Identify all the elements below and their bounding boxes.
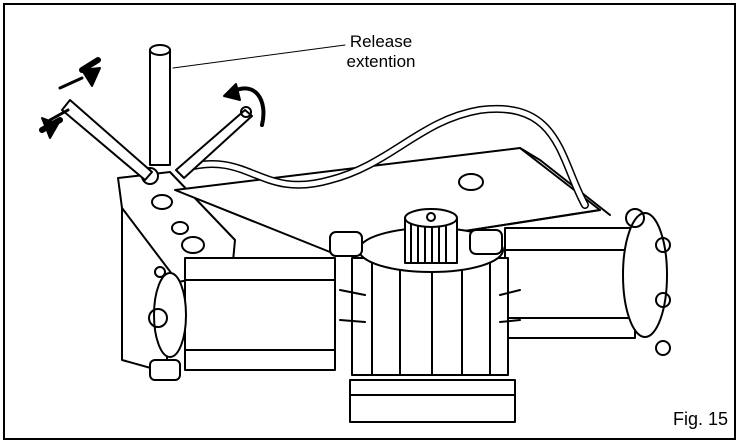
callout-line-1: Release bbox=[349, 32, 413, 51]
rotation-arrow bbox=[223, 83, 266, 127]
gearbox bbox=[329, 227, 521, 423]
release-key bbox=[61, 99, 253, 181]
left-cylinder bbox=[148, 257, 336, 381]
top-bolts bbox=[151, 173, 484, 254]
output-shaft bbox=[404, 208, 458, 264]
release-extention-callout: Release extention bbox=[326, 32, 436, 72]
figure-label: Fig. 15 bbox=[672, 409, 728, 429]
callout-line-2: extention bbox=[346, 52, 416, 71]
cable bbox=[181, 104, 589, 209]
right-cylinder bbox=[504, 208, 671, 356]
squeeze-arrows bbox=[39, 57, 101, 139]
release-extension-rod bbox=[141, 44, 346, 185]
